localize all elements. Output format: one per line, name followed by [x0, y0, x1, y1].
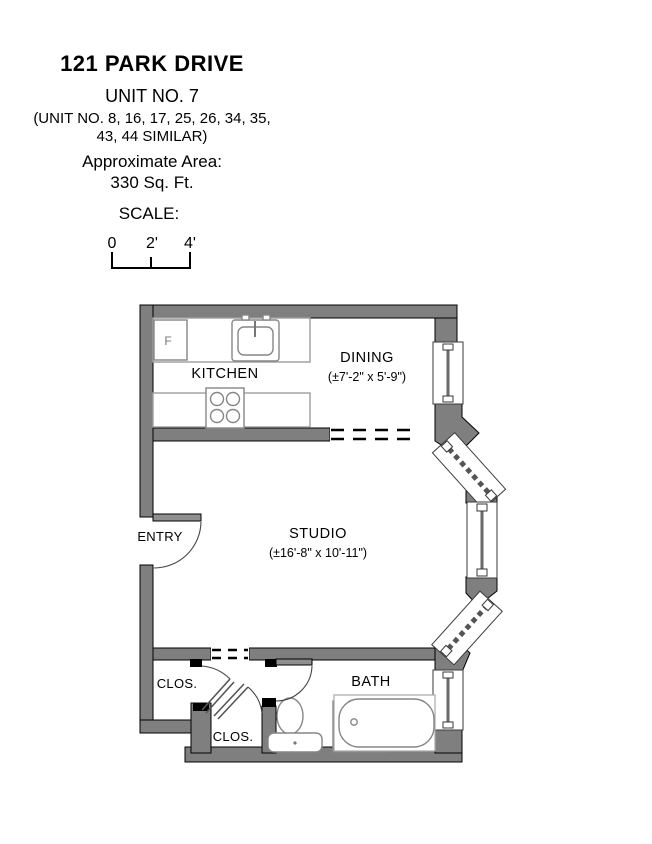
studio-label: STUDIO	[289, 526, 347, 542]
wall-studio-divider-left	[152, 647, 212, 661]
wall-top	[139, 304, 458, 319]
bath-window-icon	[432, 669, 464, 731]
scale-ruler	[111, 252, 191, 269]
range-stove-icon	[205, 387, 245, 429]
bath-label: BATH	[351, 674, 391, 690]
scale-label: SCALE:	[119, 204, 179, 223]
bath-fixtures	[267, 694, 436, 753]
jamb-divider-top	[262, 698, 276, 707]
pier-corner-bottom-right	[434, 727, 463, 754]
bay-window-lower-icon	[431, 590, 503, 666]
jamb-bath-door	[265, 659, 277, 667]
kitchen-fixtures: F	[152, 314, 311, 429]
wall-studio-divider-right	[248, 647, 438, 661]
refrigerator-label: F	[164, 334, 171, 348]
similar-units-line2: 43, 44 SIMILAR)	[97, 128, 208, 145]
dining-label: DINING	[340, 350, 394, 366]
studio-dimensions: (±16'-8" x 10'-11")	[269, 546, 367, 560]
scale-tick-0: 0	[108, 235, 117, 252]
unit-number: UNIT NO. 7	[105, 86, 199, 106]
closet-lower-door-icon	[213, 683, 263, 720]
entry-door-icon	[152, 513, 202, 569]
wall-left-upper	[139, 304, 154, 518]
room-labels: KITCHEN DINING (±7'-2" x 5'-9") STUDIO (…	[137, 350, 406, 744]
area-label: Approximate Area:	[82, 152, 222, 171]
windows	[431, 341, 507, 731]
wall-kitchen-divider	[152, 427, 331, 442]
bay-window-center-icon	[466, 501, 498, 579]
similar-units-line1: (UNIT NO. 8, 16, 17, 25, 26, 34, 35,	[33, 110, 270, 127]
doors	[152, 513, 313, 720]
closet-lower-label: CLOS.	[213, 729, 254, 744]
scale-tick-4: 4'	[184, 235, 196, 252]
jamb-closet-upper	[190, 659, 202, 667]
wall-left-lower	[139, 564, 154, 734]
cased-openings	[211, 427, 420, 661]
refrigerator-icon: F	[153, 319, 188, 361]
bath-door-icon	[275, 658, 313, 702]
kitchen-label: KITCHEN	[191, 366, 258, 382]
scale-bar: SCALE: 0 2' 4'	[108, 204, 196, 269]
bay-window-upper-icon	[431, 432, 507, 510]
pier-bay-top	[434, 317, 458, 345]
dining-window-icon	[432, 341, 464, 405]
page-title: 121 PARK DRIVE	[60, 51, 244, 76]
dining-dimensions: (±7'-2" x 5'-9")	[328, 370, 406, 384]
area-value: 330 Sq. Ft.	[110, 173, 193, 192]
header: 121 PARK DRIVE UNIT NO. 7 (UNIT NO. 8, 1…	[33, 51, 270, 192]
bathtub-icon	[333, 694, 436, 752]
toilet-icon	[267, 697, 323, 753]
closet-upper-door-icon	[201, 665, 235, 714]
closet-upper-label: CLOS.	[157, 676, 198, 691]
jamb-closet-pier	[193, 703, 209, 711]
scale-tick-2: 2'	[146, 235, 158, 252]
kitchen-sink-icon	[231, 314, 280, 362]
entry-label: ENTRY	[137, 529, 182, 544]
